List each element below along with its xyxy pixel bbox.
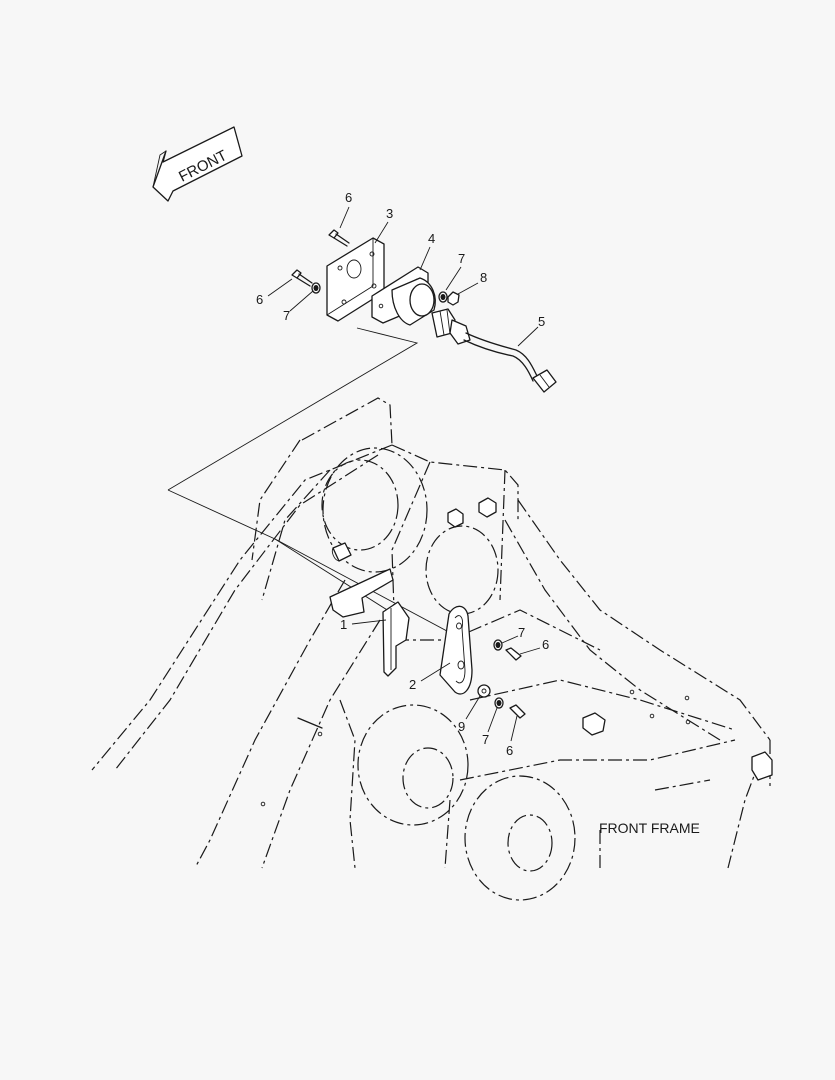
lower-bracket-assembly bbox=[329, 542, 526, 719]
callout-6-left: 6 bbox=[256, 292, 263, 307]
callout-6-mid: 6 bbox=[542, 637, 549, 652]
callout-7-upper-right: 7 bbox=[458, 251, 465, 266]
detail-lines bbox=[167, 327, 461, 639]
callout-1: 1 bbox=[340, 617, 347, 632]
callout-8: 8 bbox=[480, 270, 487, 285]
callout-7-left: 7 bbox=[283, 308, 290, 323]
callout-6-top: 6 bbox=[345, 190, 352, 205]
proximity-sensor bbox=[371, 266, 471, 345]
callout-7-mid: 7 bbox=[518, 625, 525, 640]
front-direction-arrow: FRONT bbox=[152, 126, 243, 202]
callout-2: 2 bbox=[409, 677, 416, 692]
leader-lines bbox=[267, 206, 541, 742]
front-frame-label: FRONT FRAME bbox=[599, 820, 700, 836]
callout-9: 9 bbox=[458, 719, 465, 734]
upper-fasteners bbox=[291, 229, 460, 306]
callout-6-lower: 6 bbox=[506, 743, 513, 758]
callout-3: 3 bbox=[386, 206, 393, 221]
front-frame-outline bbox=[91, 397, 773, 901]
callout-4: 4 bbox=[428, 231, 435, 246]
callout-7-lower: 7 bbox=[482, 732, 489, 747]
callout-5: 5 bbox=[538, 314, 545, 329]
callout-labels: 6 3 4 7 8 6 7 5 1 7 6 2 9 7 6 bbox=[256, 190, 549, 758]
wire-harness bbox=[463, 332, 557, 393]
